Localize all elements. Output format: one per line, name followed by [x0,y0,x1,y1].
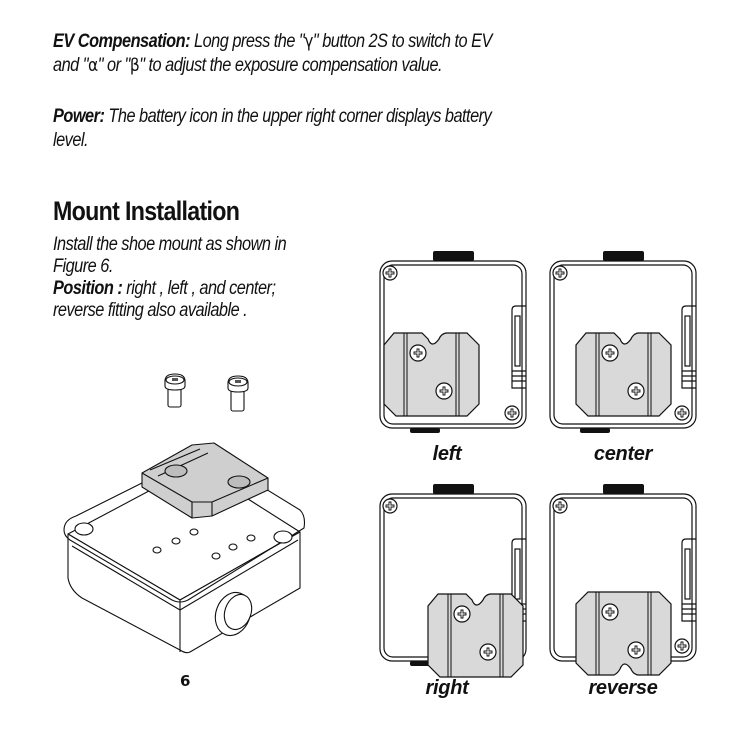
mount-diagram-center [549,251,697,433]
screw-cross [457,609,467,619]
mount-rail-lines [403,333,460,416]
mount-installation-heading: Mount Installation [53,196,240,226]
screw-cross [507,408,517,418]
bottom-tab [580,428,610,433]
shoe-mount-plate [427,593,524,678]
screw-cross [439,386,449,396]
mount-rail-lines [595,333,652,416]
side-grip [512,370,526,382]
figure-label-center: center [593,443,653,465]
mount-diagram-reverse [549,484,697,676]
shoe-mount-plate [575,591,672,676]
screw-cross [605,348,615,358]
mount-text-line-3: Position : right , left , and center; [53,278,276,299]
device-outline [379,260,527,429]
screw-cross [631,645,641,655]
power-line-2: level. [53,130,89,152]
bottom-tab [410,428,440,433]
screw-icon [164,373,186,408]
screw-icon [227,375,249,412]
ev-compensation-line-2: and "α" or "β" to adjust the exposure co… [53,55,443,77]
side-slot [684,315,691,367]
top-tab [433,251,474,261]
screw-cross [555,501,565,511]
screw-cross [605,607,615,617]
ev-compensation-line-1: EV Compensation: Long press the "γ" butt… [53,31,492,53]
mount-diagram-right [379,484,527,678]
power-line-1: Power: The battery icon in the upper rig… [53,106,492,128]
screw-cross [677,641,687,651]
side-slot [514,315,521,367]
screw-cross [677,408,687,418]
side-grip [682,370,696,382]
top-tab [433,484,474,494]
screw-cross [385,268,395,278]
alpha-symbol: α [88,55,98,76]
position-label: Position : [53,278,123,299]
figure-number: 6 [180,672,191,690]
mount-rail-lines [447,594,504,677]
shoe-mount-plate [575,332,672,417]
position-text: right , left , and center; [122,278,276,299]
side-slot [514,548,521,600]
side-port [511,305,526,389]
device-outline [549,260,697,429]
top-tab [603,251,644,261]
screw-cross [631,386,641,396]
power-text: level. [53,130,89,151]
side-port [681,538,696,622]
gamma-symbol: γ [304,31,313,52]
ev-text: " button 2S to switch to EV [312,31,492,52]
figure-label-left: left [432,443,462,465]
screw-cross [385,501,395,511]
mount-rail-lines [595,592,652,675]
figure-label-right: right [425,677,469,699]
top-tab [603,484,644,494]
mount-text-line-4: reverse fitting also available . [53,300,248,321]
ev-text: Long press the " [190,31,305,52]
mount-text-line-2: Figure 6. [53,256,113,277]
device-inner-outline [553,264,693,425]
power-label: Power: [53,106,105,127]
side-port [681,305,696,389]
ev-text: and " [53,55,89,76]
power-text: The battery icon in the upper right corn… [104,106,492,127]
side-grip [682,603,696,615]
figure-label-reverse: reverse [588,677,658,699]
mount-text-line-1: Install the shoe mount as shown in [53,234,287,255]
ev-text: " to adjust the exposure compensation va… [139,55,443,76]
screw-cross [413,348,423,358]
shoe-mount-part [141,442,269,519]
side-port [511,538,526,622]
screw-cross [483,647,493,657]
beta-symbol: β [129,55,140,76]
ev-text: " or " [97,55,131,76]
ev-compensation-label: EV Compensation: [53,31,191,52]
side-slot [684,548,691,600]
mount-diagram-left [379,251,527,433]
shoe-mount-plate [383,332,480,417]
screw-cross [555,268,565,278]
